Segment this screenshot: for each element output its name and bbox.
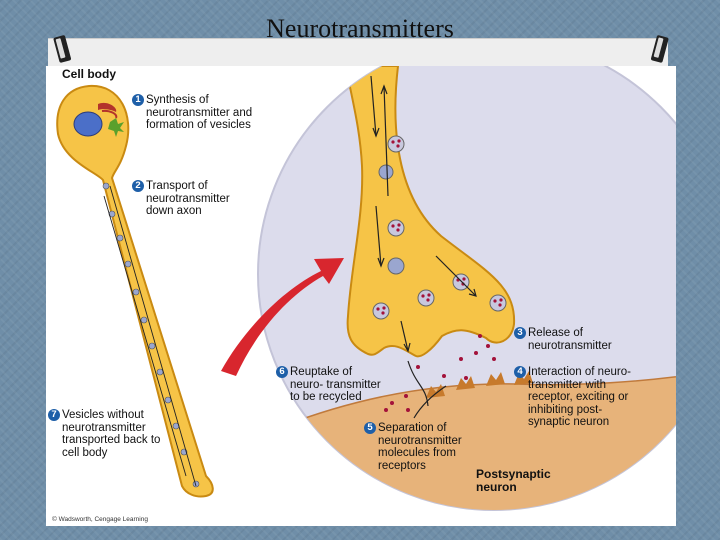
terminal-arrows — [370, 75, 477, 419]
copyright-notice: © Wadsworth, Cengage Learning — [52, 516, 148, 523]
terminal-vesicles — [372, 135, 507, 320]
receptor-1 — [426, 384, 445, 398]
step-2-text: Transport of neurotransmitter down axon — [146, 180, 230, 217]
step-3-badge: 3 — [514, 327, 526, 339]
step-5-badge: 5 — [364, 422, 376, 434]
step-6-text: Reuptake of neuro- transmitter to be rec… — [290, 366, 381, 403]
step-6-badge: 6 — [276, 366, 288, 378]
step-4-badge: 4 — [514, 366, 526, 378]
cell-body-label: Cell body — [62, 67, 117, 81]
step-5-text: Separation of neurotransmitter molecules… — [378, 422, 462, 472]
paper-strip — [48, 38, 668, 69]
step-1-badge: 1 — [132, 94, 144, 106]
neurotransmitter-dots — [376, 139, 503, 412]
postsynaptic-neuron-label: Postsynaptic neuron — [476, 467, 551, 494]
pushpin-right-icon — [651, 35, 669, 63]
zoom-arrow-red — [221, 258, 344, 376]
receptor-2 — [456, 376, 475, 390]
step-7-badge: 7 — [48, 409, 60, 421]
step-7-text: Vesicles without neurotransmitter transp… — [62, 409, 161, 459]
receptor-3 — [486, 372, 505, 386]
diagram-artwork — [56, 66, 676, 511]
pushpin-left-icon — [53, 35, 71, 63]
axon-terminal — [344, 66, 516, 358]
presynaptic-neuron — [56, 84, 214, 498]
step-3-text: Release of neurotransmitter — [528, 327, 612, 352]
step-2-badge: 2 — [132, 180, 144, 192]
step-1-text: Synthesis of neurotransmitter and format… — [146, 94, 253, 131]
step-4-text: Interaction of neuro- transmitter with r… — [528, 366, 631, 428]
